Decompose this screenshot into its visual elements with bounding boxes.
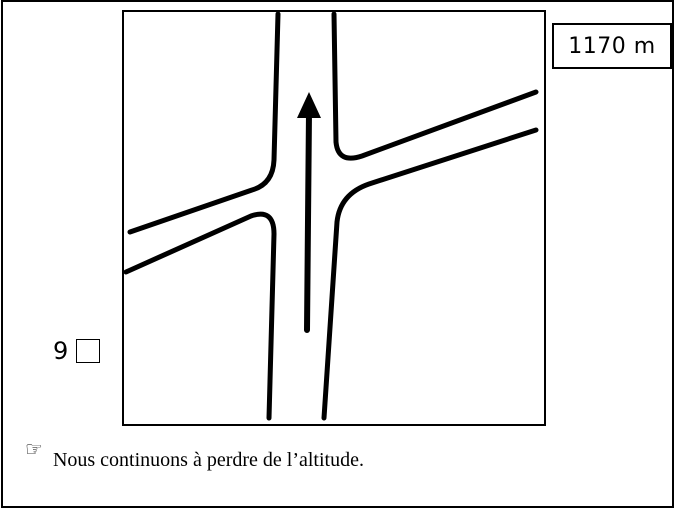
road-edge-vertical-left-lower [124,211,277,421]
note-text: Nous continuons à perdre de l’altitude. [52,449,364,471]
altitude-readout: 1170 m [552,23,672,69]
question-number: 9 [53,337,69,365]
road-edge-vertical-left [127,12,281,235]
road-edge-vertical-right [331,12,539,161]
question-item: 9 [53,336,101,366]
instruction-note: ☞ Nous continuons à perdre de l’altitude… [25,439,364,472]
intersection-diagram [122,10,546,426]
road-edge-vertical-right-lower [321,127,539,421]
answer-checkbox[interactable] [76,339,101,363]
altitude-value: 1170 m [568,33,656,59]
road-map-drawing [124,12,539,421]
arrow-up-icon [297,92,321,333]
pointing-hand-icon: ☞ [25,437,43,461]
